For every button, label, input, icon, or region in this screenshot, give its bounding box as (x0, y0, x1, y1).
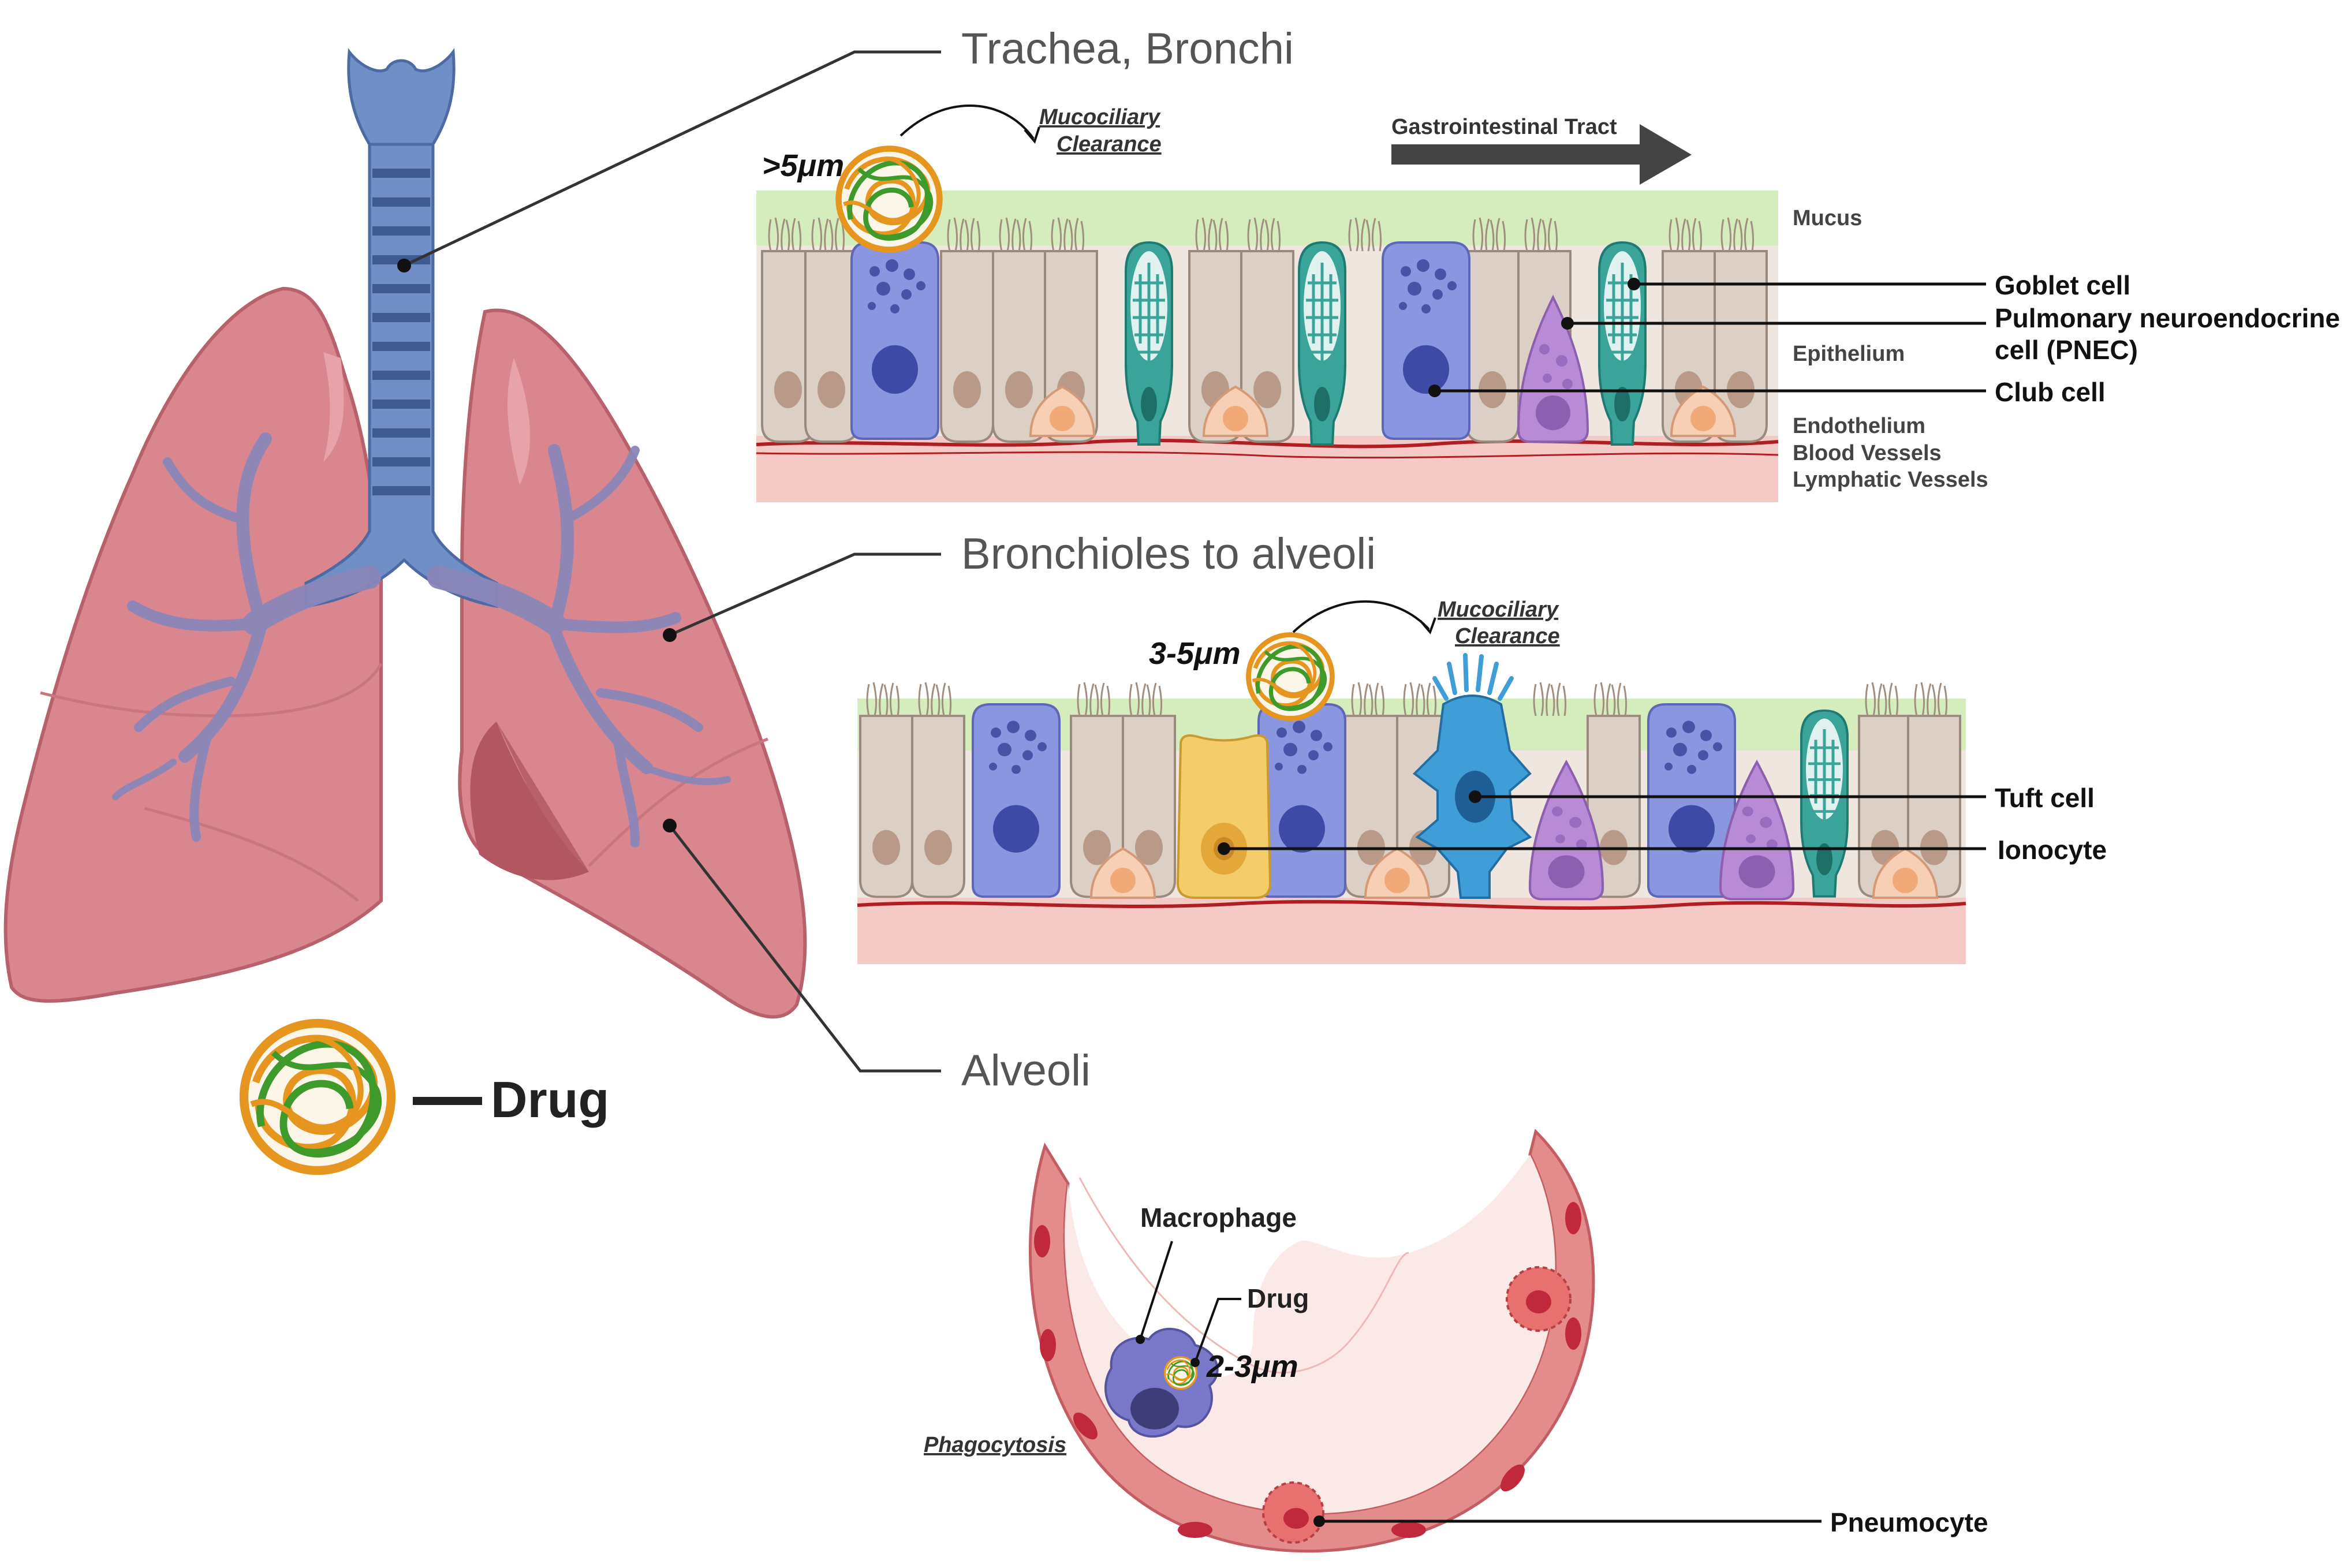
bronchial-tree (112, 432, 731, 848)
drug-label: Drug (1247, 1283, 1309, 1313)
pnec-label: Pulmonary neuroendocrine (1995, 303, 2340, 333)
pneumocyte-cell (1262, 1481, 1324, 1544)
heading-trachea-bronchi: Trachea, Bronchi (961, 24, 1294, 73)
pnec-label-2: cell (PNEC) (1995, 335, 2138, 365)
gi-tract-arrow (1391, 124, 1692, 185)
club-cell-label: Club cell (1995, 377, 2106, 407)
drug-particle-icon (244, 1024, 391, 1171)
clearance-label: Mucociliary (1438, 598, 1559, 622)
clearance-label: Mucociliary (1039, 105, 1161, 129)
club-cell (1382, 241, 1470, 440)
pneumocyte-label: Pneumocyte (1830, 1507, 1988, 1537)
layer-blood-vessels: Blood Vessels (1793, 441, 1942, 465)
gi-tract-label: Gastrointestinal Tract (1391, 115, 1617, 139)
drug-legend: Drug (244, 1024, 609, 1171)
clearance-label-2: Clearance (1455, 624, 1560, 648)
macrophage-label: Macrophage (1140, 1203, 1297, 1233)
basement-layer (756, 436, 1778, 502)
clearance-label-2: Clearance (1057, 132, 1162, 156)
blood-vessel (857, 899, 1966, 910)
macrophage-cell (1104, 1328, 1219, 1438)
panel-trachea-epithelium: >5μm Mucociliary Clearance Gastrointesti… (756, 104, 2340, 502)
club-cell (1257, 703, 1346, 898)
lungs-illustration (3, 48, 807, 1019)
phagocytosis-label: Phagocytosis (924, 1433, 1066, 1457)
ionocyte-cell (1176, 734, 1272, 899)
size-label-medium: 3-5μm (1149, 636, 1241, 671)
basement-layer (857, 898, 1966, 964)
layer-mucus: Mucus (1793, 206, 1862, 230)
connector-lines (403, 50, 941, 1073)
drug-particle-icon (1249, 635, 1333, 719)
panel-bronchiole-epithelium: 3-5μm Mucociliary Clearance Tuft cell Io… (857, 598, 2107, 964)
drug-particle-icon (839, 149, 940, 250)
pneumocyte-cell (1506, 1266, 1572, 1332)
goblet-cell-label: Goblet cell (1995, 270, 2130, 300)
ionocyte-label: Ionocyte (1998, 835, 2107, 865)
size-label-large: >5μm (762, 148, 844, 183)
panel-alveolus: Macrophage Drug 2-3μm Phagocytosis Pneum… (924, 1129, 1988, 1553)
layer-lymphatic-vessels: Lymphatic Vessels (1793, 468, 1988, 492)
size-label-small: 2-3μm (1206, 1349, 1298, 1384)
tuft-cell-label: Tuft cell (1995, 783, 2095, 813)
layer-endothelium: Endothelium (1793, 414, 1925, 438)
club-cell (850, 241, 939, 440)
left-lung (3, 286, 383, 1003)
club-cell (972, 703, 1061, 898)
layer-epithelium: Epithelium (1793, 342, 1905, 366)
heading-bronchioles-to-alveoli: Bronchioles to alveoli (961, 529, 1376, 578)
heading-alveoli: Alveoli (961, 1046, 1091, 1095)
larynx (347, 48, 456, 146)
legend-drug-label: Drug (491, 1071, 609, 1128)
